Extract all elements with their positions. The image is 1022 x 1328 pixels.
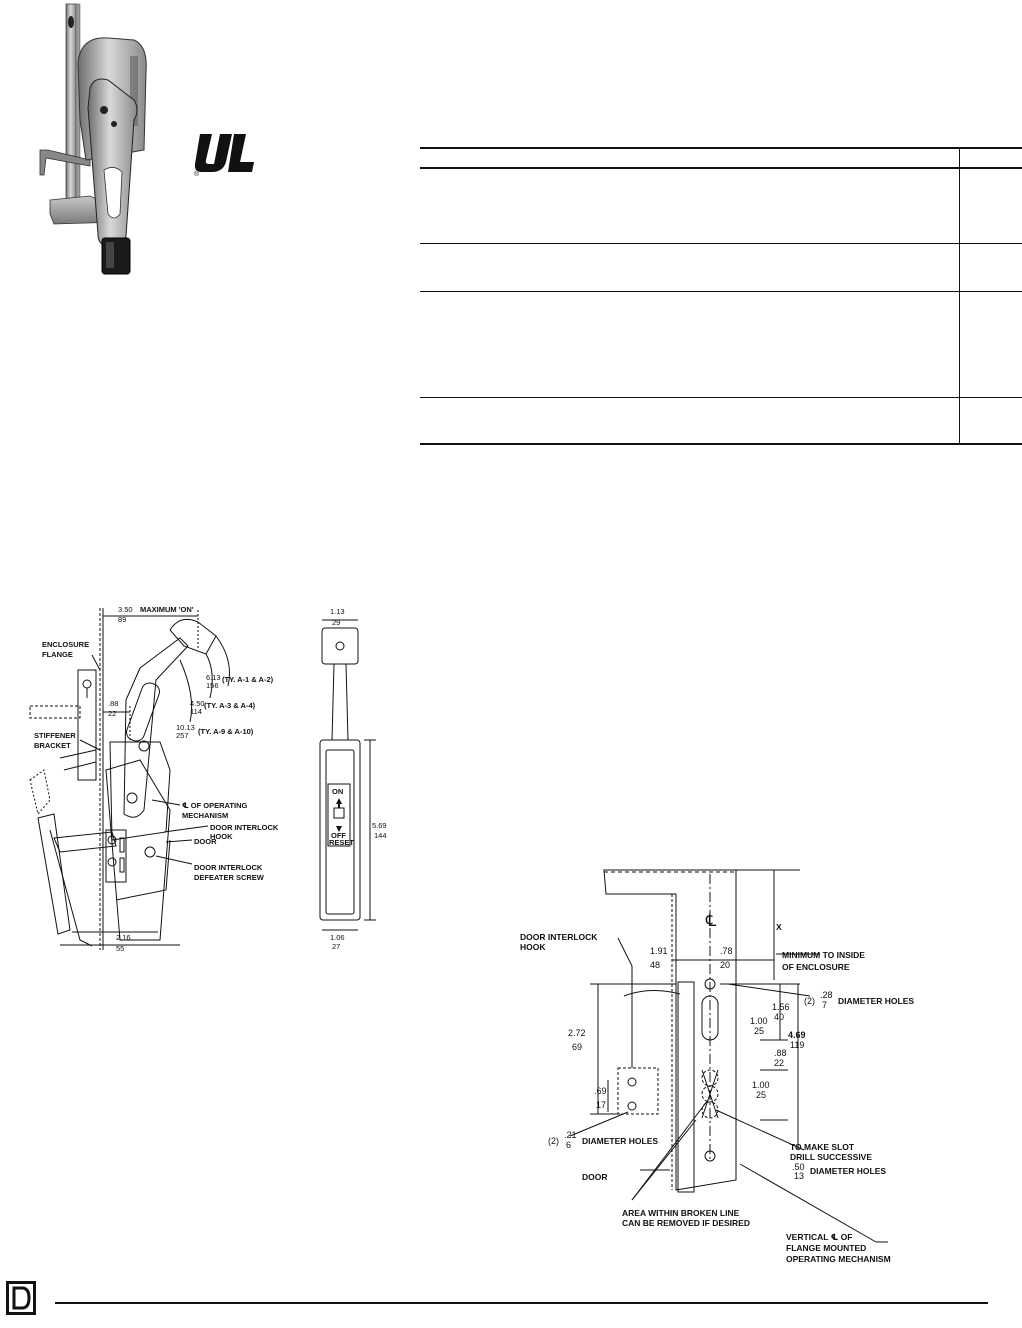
drill-dim-100a-in: 1.00 [750,1016,768,1026]
drill-dim-191-in: 1.91 [650,946,668,956]
registered-mark: ® [194,170,200,176]
label-stiffener-1: STIFFENER [34,731,76,740]
drill-label-slot-1: TO MAKE SLOT [790,1142,855,1152]
dim-350-mm: 89 [118,615,126,624]
drill-hole-left-in: .21 [564,1130,577,1140]
table-rule-row-3 [420,397,1022,398]
drill-label-slot-3: DIAMETER HOLES [810,1166,886,1176]
table-rule-header [420,167,1022,169]
drill-dim-100a-mm: 25 [754,1026,764,1036]
drill-label-area-2: CAN BE REMOVED IF DESIRED [622,1218,750,1228]
dim-1013-mm: 257 [176,731,189,740]
drill-hole-top-qty: (2) [804,996,815,1006]
footer-rule [55,1302,988,1304]
drill-slot-mm: 13 [794,1171,804,1181]
drill-label-door: DOOR [582,1172,608,1182]
drill-dim-69-mm: 17 [596,1100,606,1110]
spec-table [420,147,1022,445]
dim-613-mm: 156 [206,681,219,690]
drilling-diagram: DOOR INTERLOCK HOOK ℄ X 1.91 48 .78 20 M… [520,869,914,1264]
square-d-logo: D [6,1281,36,1315]
dim-613-in: 6.13 [206,673,221,682]
drill-dim-78-in: .78 [720,946,733,956]
ul-listing-mark: ® [194,134,254,176]
dim-113-mm: 29 [332,618,340,627]
dim-350-in: 3.50 [118,605,133,614]
label-enclosure-2: FLANGE [42,650,73,659]
dim-106-in: 1.06 [330,933,345,942]
drill-label-slot-2: DRILL SUCCESSIVE [790,1152,872,1162]
drill-dim-156-in: 1.56 [772,1002,790,1012]
dim-1013-in: 10.13 [176,723,195,732]
dim-216-mm: 55 [116,944,124,953]
label-door-hook-2: HOOK [210,832,233,841]
drill-dim-88-in: .88 [774,1048,787,1058]
table-rule-row-1 [420,243,1022,244]
dim-88-in: .88 [108,699,118,708]
label-defeater-2: DEFEATER SCREW [194,873,265,882]
drill-hole-left-qty: (2) [548,1136,559,1146]
drill-dim-272-mm: 69 [572,1042,582,1052]
label-ty-a9: (TY. A-9 & A-10) [198,727,254,736]
drill-dim-78-mm: 20 [720,960,730,970]
label-cl-operating-2: MECHANISM [182,811,228,820]
dim-106-mm: 27 [332,942,340,950]
drill-hole-top-mm: 7 [822,1000,827,1010]
drill-slot-in: .50 [792,1162,805,1172]
drill-dim-69-in: .69 [594,1086,607,1096]
product-photo [39,3,147,275]
label-stiffener-2: BRACKET [34,741,71,750]
drill-dim-88-mm: 22 [774,1058,784,1068]
label-ty-a1: (TY. A-1 & A-2) [222,675,274,684]
dim-450-in: 4.50 [190,699,205,708]
drill-label-x: X [776,922,782,932]
drill-label-minimum-1: MINIMUM TO INSIDE [782,950,865,960]
side-view-diagram: 3.50 89 MAXIMUM 'ON' ENCLOSURE FLANGE 6.… [29,605,279,953]
drill-dim-469-in: 4.69 [788,1030,806,1040]
label-door: DOOR [194,837,217,846]
drill-label-vert-1: VERTICAL ℄ OF [786,1232,853,1242]
drill-dim-191-mm: 48 [650,960,660,970]
drill-label-area-1: AREA WITHIN BROKEN LINE [622,1208,740,1218]
dim-88-mm: 22 [108,709,116,718]
table-column-divider [959,149,960,444]
drill-label-vert-3: OPERATING MECHANISM [786,1254,891,1264]
table-rule-top [420,147,1022,149]
drill-dim-100b-in: 1.00 [752,1080,770,1090]
table-rule-row-2 [420,291,1022,292]
label-cl-operating-1: ℄ OF OPERATING [182,801,247,810]
label-off: OFF [331,831,346,840]
drill-dim-100b-mm: 25 [756,1090,766,1100]
label-enclosure-1: ENCLOSURE [42,640,89,649]
label-defeater-1: DOOR INTERLOCK [194,863,263,872]
front-view-diagram: 1.13 29 ON OFF RESET 5.69 144 1.06 27 [319,607,387,950]
drill-hole-left-mm: 6 [566,1140,571,1150]
drill-label-dia-left: DIAMETER HOLES [582,1136,658,1146]
label-ty-a3: (TY. A-3 & A-4) [204,701,256,710]
label-door-hook-1: DOOR INTERLOCK [210,823,279,832]
label-maximum-on: MAXIMUM 'ON' [140,605,194,614]
drill-label-hook-1: DOOR INTERLOCK [520,932,598,942]
dim-450-mm: 114 [190,707,202,716]
drill-dim-156-mm: 40 [774,1012,784,1022]
drill-label-hook-2: HOOK [520,942,546,952]
label-on: ON [332,787,343,796]
drill-hole-top-in: .28 [820,990,833,1000]
drill-label-dia-top: DIAMETER HOLES [838,996,914,1006]
dim-569-mm: 144 [374,831,387,840]
label-reset: RESET [329,838,354,847]
dim-569-in: 5.69 [372,821,387,830]
dim-113-in: 1.13 [330,607,345,616]
drill-label-vert-2: FLANGE MOUNTED [786,1243,866,1253]
table-rule-bottom [420,443,1022,445]
drill-label-minimum-2: OF ENCLOSURE [782,962,850,972]
drill-centerline: ℄ [705,913,717,930]
dim-216-in: 2.16 [116,933,131,942]
drill-dim-469-mm: 119 [790,1040,804,1050]
drill-dim-272-in: 2.72 [568,1028,586,1038]
